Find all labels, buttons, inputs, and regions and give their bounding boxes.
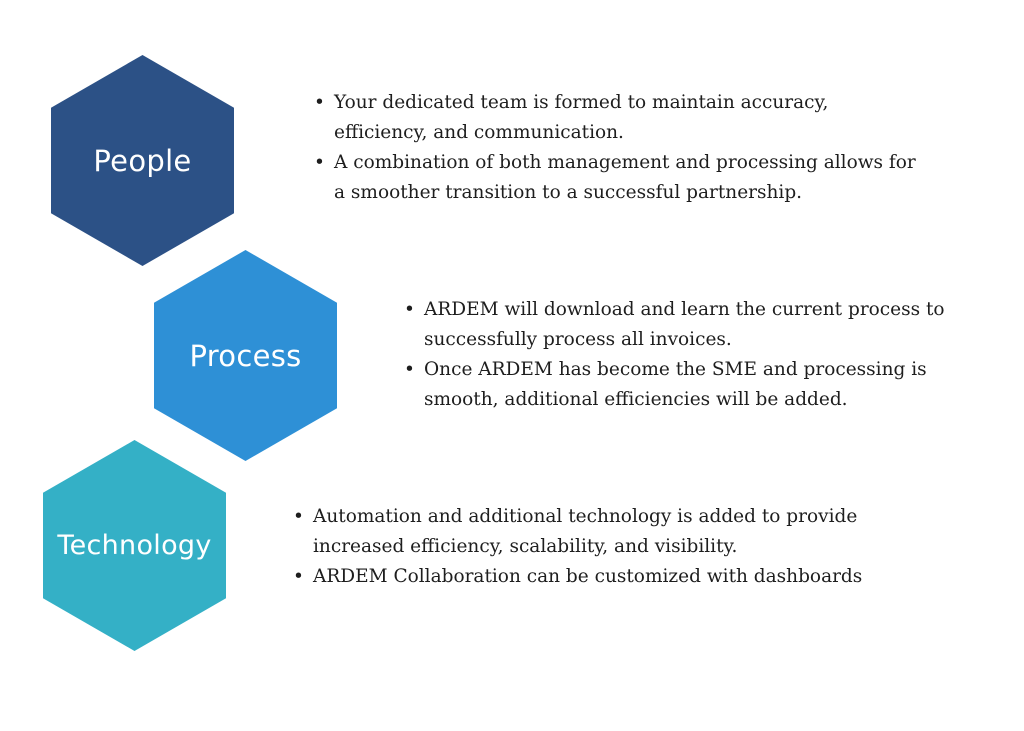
bullet-item: Once ARDEM has become the SME and proces… <box>404 355 954 415</box>
hexagon-people: People <box>51 55 234 266</box>
process-bullets: ARDEM will download and learn the curren… <box>404 295 1024 415</box>
hexagon-label: Technology <box>57 530 212 561</box>
people-bullets: Your dedicated team is formed to maintai… <box>314 88 954 208</box>
hexagon-label: Process <box>189 338 302 373</box>
hexagon-technology: Technology <box>43 440 226 651</box>
bullet-item: ARDEM will download and learn the curren… <box>404 295 984 355</box>
bullet-item: ARDEM Collaboration can be customized wi… <box>293 562 933 592</box>
bullet-item: Automation and additional technology is … <box>293 502 893 562</box>
bullet-item: A combination of both management and pro… <box>314 148 924 208</box>
hexagon-label: People <box>93 143 192 178</box>
bullet-item: Your dedicated team is formed to maintai… <box>314 88 874 148</box>
hexagon-process: Process <box>154 250 337 461</box>
technology-bullets: Automation and additional technology is … <box>293 502 953 592</box>
